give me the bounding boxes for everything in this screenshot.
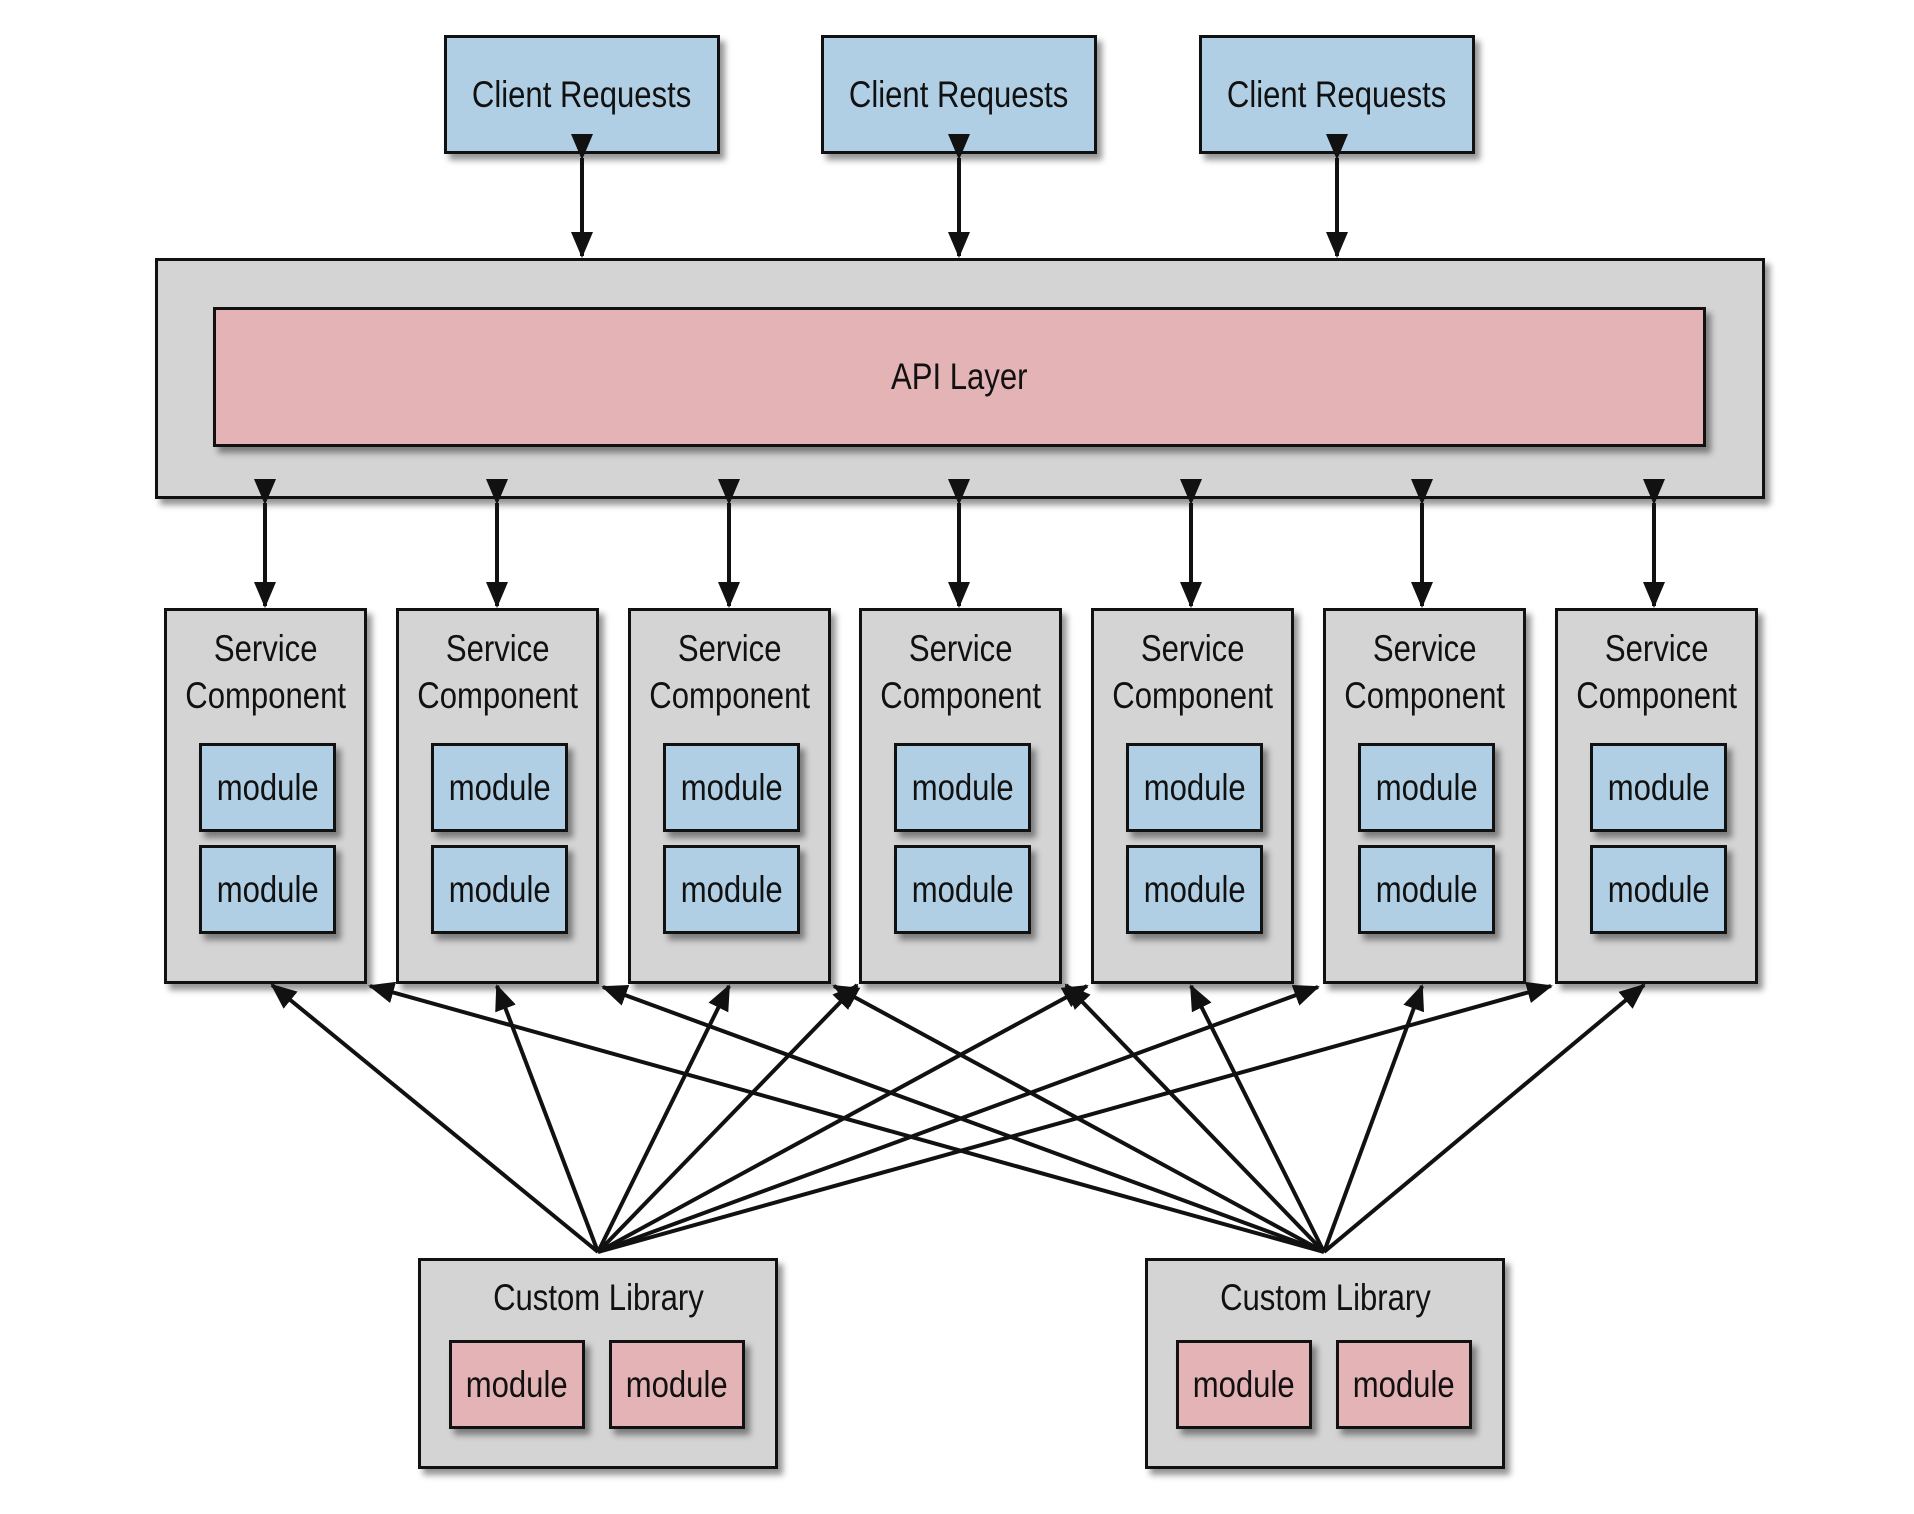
- service-component-title-line2: Component: [880, 675, 1041, 716]
- custom-library-title-text: Custom Library: [1219, 1277, 1431, 1318]
- library-service-arrow: [601, 984, 1325, 1254]
- service-component-title: Service Component: [631, 625, 828, 719]
- library-service-arrow: [1189, 984, 1326, 1253]
- module-label: module: [911, 868, 1014, 910]
- service-module: module: [199, 845, 336, 934]
- service-module: module: [199, 743, 336, 832]
- service-module: module: [431, 743, 568, 832]
- service-component-title-line2: Component: [417, 675, 578, 716]
- module-label: module: [1353, 1363, 1455, 1405]
- service-module: module: [663, 845, 800, 934]
- module-label: module: [1607, 868, 1710, 910]
- custom-library-title: Custom Library: [421, 1275, 775, 1321]
- module-label: module: [680, 868, 783, 910]
- library-service-arrow: [1322, 983, 1646, 1254]
- library-service-arrow: [597, 984, 1320, 1254]
- service-module: module: [894, 743, 1031, 832]
- library-service-arrow: [832, 984, 1325, 1254]
- service-component-title-line1: Service: [213, 628, 318, 669]
- library-module: module: [1336, 1340, 1472, 1429]
- service-component-title: Service Component: [1558, 625, 1755, 719]
- service-component: Service Component module module: [859, 608, 1062, 984]
- library-service-arrow: [596, 983, 859, 1254]
- module-label: module: [448, 766, 551, 808]
- library-module: module: [609, 1340, 745, 1429]
- service-component-title-line2: Component: [185, 675, 346, 716]
- api-layer-container: API Layer: [155, 258, 1765, 499]
- client-requests-label: Client Requests: [849, 73, 1069, 115]
- library-service-arrow: [270, 983, 600, 1254]
- custom-library-title-text: Custom Library: [492, 1277, 704, 1318]
- library-service-arrow: [368, 981, 1325, 1254]
- service-component-title-line1: Service: [445, 628, 550, 669]
- service-component-title-line2: Component: [1576, 675, 1737, 716]
- client-requests-box: Client Requests: [444, 35, 720, 154]
- service-component-title: Service Component: [1326, 625, 1523, 719]
- service-module: module: [894, 845, 1031, 934]
- service-component: Service Component module module: [1555, 608, 1758, 984]
- library-service-arrow: [596, 984, 731, 1253]
- library-service-arrow: [1322, 984, 1425, 1253]
- module-label: module: [1375, 766, 1478, 808]
- module-label: module: [1143, 766, 1246, 808]
- service-component-title: Service Component: [399, 625, 596, 719]
- service-component-title: Service Component: [167, 625, 364, 719]
- library-service-arrow: [597, 981, 1553, 1254]
- library-module: module: [1176, 1340, 1312, 1429]
- service-component-title-line1: Service: [908, 628, 1013, 669]
- library-2-fanout-arrows: [368, 981, 1646, 1254]
- client-requests-label: Client Requests: [472, 73, 692, 115]
- service-component: Service Component module module: [164, 608, 367, 984]
- module-label: module: [1375, 868, 1478, 910]
- client-requests-label: Client Requests: [1227, 73, 1447, 115]
- library-1-fanout-arrows: [270, 981, 1553, 1254]
- service-component: Service Component module module: [1323, 608, 1526, 984]
- service-module: module: [1126, 743, 1263, 832]
- service-component-title-line2: Component: [1344, 675, 1505, 716]
- module-label: module: [626, 1363, 728, 1405]
- service-component: Service Component module module: [628, 608, 831, 984]
- custom-library: Custom Library module module: [418, 1258, 778, 1469]
- module-label: module: [466, 1363, 568, 1405]
- client-requests-box: Client Requests: [821, 35, 1097, 154]
- module-label: module: [1607, 766, 1710, 808]
- service-module: module: [431, 845, 568, 934]
- api-layer-bar: API Layer: [213, 307, 1706, 447]
- custom-library-title: Custom Library: [1148, 1275, 1502, 1321]
- service-module: module: [1358, 743, 1495, 832]
- module-label: module: [216, 868, 319, 910]
- module-label: module: [448, 868, 551, 910]
- service-component-title-line1: Service: [1604, 628, 1709, 669]
- service-component: Service Component module module: [396, 608, 599, 984]
- service-module: module: [1590, 743, 1727, 832]
- service-component-title-line2: Component: [649, 675, 810, 716]
- library-service-arrow: [495, 984, 600, 1253]
- library-module: module: [449, 1340, 585, 1429]
- service-component-title-line2: Component: [1112, 675, 1273, 716]
- module-label: module: [680, 766, 783, 808]
- client-requests-box: Client Requests: [1199, 35, 1475, 154]
- service-component-title-line1: Service: [1372, 628, 1477, 669]
- service-component-title: Service Component: [862, 625, 1059, 719]
- module-label: module: [1193, 1363, 1295, 1405]
- service-module: module: [1358, 845, 1495, 934]
- service-component-title-line1: Service: [1140, 628, 1245, 669]
- module-label: module: [911, 766, 1014, 808]
- service-component: Service Component module module: [1091, 608, 1294, 984]
- library-service-arrow: [597, 984, 1089, 1254]
- service-module: module: [663, 743, 800, 832]
- api-layer-label: API Layer: [891, 356, 1028, 397]
- service-component-title: Service Component: [1094, 625, 1291, 719]
- module-label: module: [1143, 868, 1246, 910]
- service-component-title-line1: Service: [677, 628, 782, 669]
- service-module: module: [1126, 845, 1263, 934]
- service-module: module: [1590, 845, 1727, 934]
- custom-library: Custom Library module module: [1145, 1258, 1505, 1469]
- module-label: module: [216, 766, 319, 808]
- library-service-arrow: [1064, 983, 1326, 1254]
